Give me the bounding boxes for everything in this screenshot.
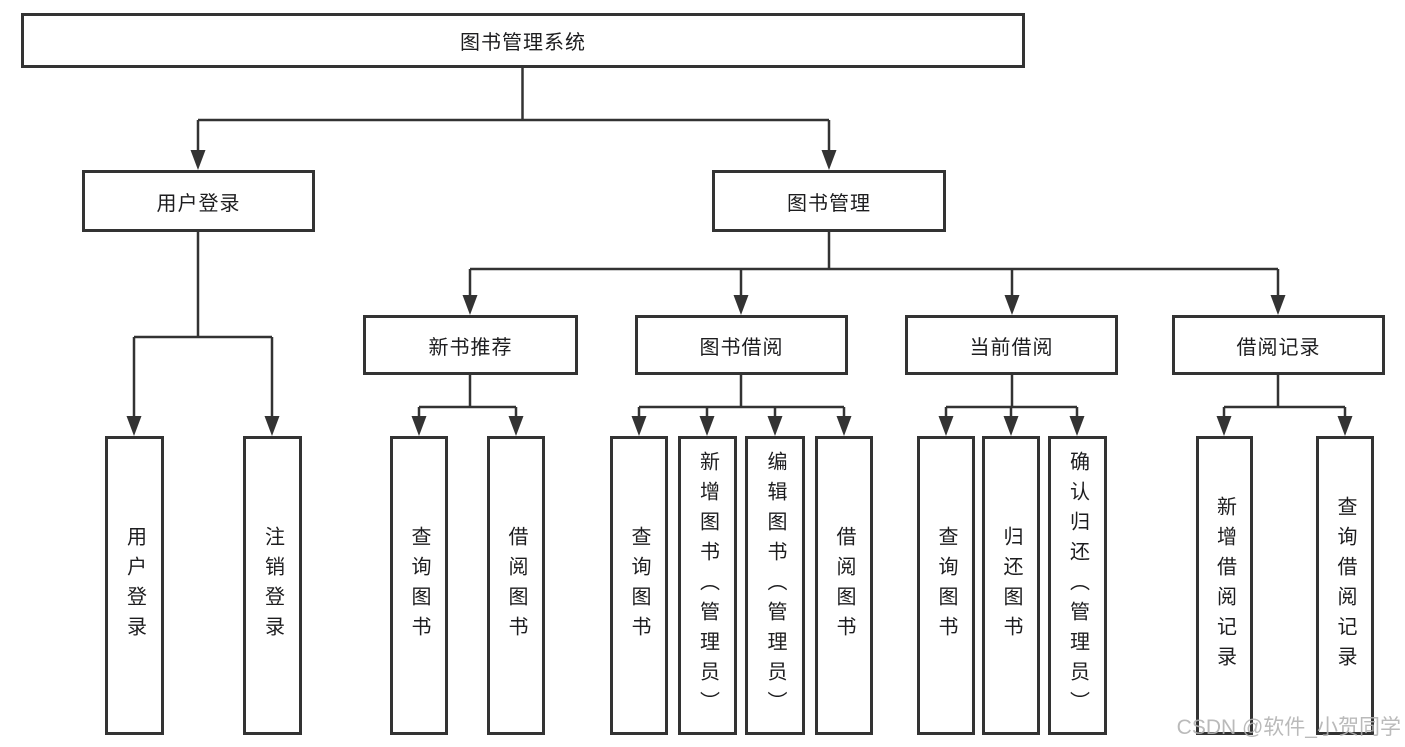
- node-book-management-system: 图书管理系统: [21, 13, 1025, 68]
- node-label: 确认归还（管理员）: [1066, 450, 1089, 721]
- node-borrowing-borrow-books: 借阅图书: [815, 436, 873, 735]
- node-borrowing-query-books: 查询图书: [610, 436, 668, 735]
- node-label: 归还图书: [1000, 525, 1022, 646]
- node-logout: 注销登录: [243, 436, 302, 735]
- node-user-login: 用户登录: [105, 436, 164, 735]
- node-label: 图书借阅: [699, 336, 784, 359]
- node-borrowing-records: 借阅记录: [1172, 315, 1385, 375]
- node-label: 查询图书: [935, 525, 957, 646]
- node-label: 查询借阅记录: [1334, 495, 1356, 676]
- node-book-borrowing: 图书借阅: [635, 315, 848, 375]
- node-recommend-borrow-books: 借阅图书: [487, 436, 545, 735]
- node-label: 新增图书（管理员）: [696, 450, 719, 721]
- node-records-add-record: 新增借阅记录: [1196, 436, 1253, 735]
- node-current-borrowing: 当前借阅: [905, 315, 1118, 375]
- node-label: 新增借阅记录: [1213, 495, 1236, 676]
- node-label: 图书管理系统: [460, 32, 586, 54]
- node-label: 用户登录: [156, 192, 241, 215]
- node-label: 借阅图书: [833, 525, 855, 646]
- csdn-watermark: CSDN @软件_小贺同学: [1176, 716, 1401, 739]
- node-label: 查询图书: [628, 525, 650, 646]
- node-label: 借阅图书: [505, 525, 527, 646]
- node-book-management: 图书管理: [712, 170, 946, 232]
- node-current-confirm-return-admin: 确认归还（管理员）: [1048, 436, 1107, 735]
- node-new-book-recommend: 新书推荐: [363, 315, 578, 375]
- node-label: 用户登录: [123, 525, 146, 646]
- node-user-login-group: 用户登录: [82, 170, 315, 232]
- node-label: 当前借阅: [969, 336, 1054, 359]
- node-label: 借阅记录: [1236, 336, 1321, 359]
- node-label: 新书推荐: [428, 336, 513, 359]
- node-recommend-query-books: 查询图书: [390, 436, 448, 735]
- node-borrowing-add-books-admin: 新增图书（管理员）: [678, 436, 737, 735]
- node-current-query-books: 查询图书: [917, 436, 975, 735]
- node-label: 查询图书: [408, 525, 430, 646]
- node-label: 编辑图书（管理员）: [764, 450, 786, 721]
- node-borrowing-edit-books-admin: 编辑图书（管理员）: [745, 436, 805, 735]
- node-current-return-books: 归还图书: [982, 436, 1040, 735]
- node-label: 注销登录: [261, 525, 284, 646]
- node-records-query-record: 查询借阅记录: [1316, 436, 1374, 735]
- node-label: 图书管理: [787, 192, 871, 215]
